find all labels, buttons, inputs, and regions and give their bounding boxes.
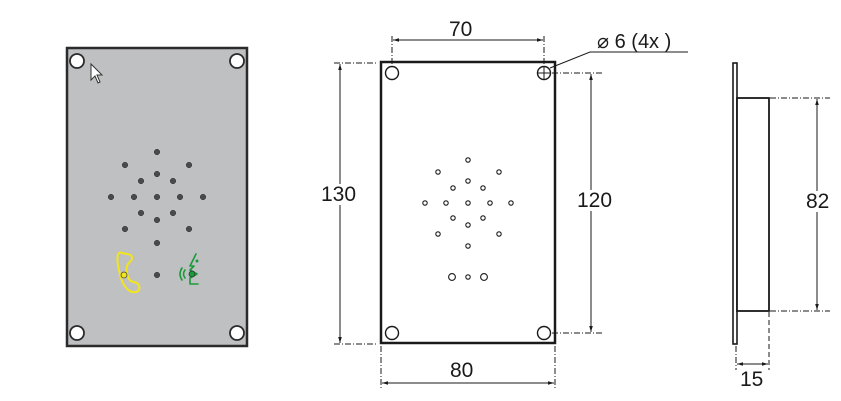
dim-label-70: 70 (449, 18, 473, 41)
dim-70 (391, 36, 545, 66)
dim-label-120: 120 (577, 189, 613, 212)
voice-dot (195, 259, 199, 263)
mounting-hole (229, 53, 245, 69)
dim-label-15: 15 (740, 368, 764, 391)
dim-label-hole-diameter: ⌀ 6 (4x ) (597, 31, 672, 53)
mounting-hole (536, 325, 552, 341)
handset-icon (116, 251, 141, 294)
side-view (732, 62, 830, 370)
mounting-hole (384, 65, 400, 81)
speaker-grille-outline (422, 157, 514, 281)
mounting-hole (229, 325, 245, 341)
voice-button-led (188, 270, 196, 278)
mounting-hole (536, 65, 552, 81)
dim-label-82: 82 (806, 190, 830, 213)
hole-leader (549, 51, 688, 69)
mounting-hole (384, 325, 400, 341)
front-render-view (65, 46, 249, 348)
speaker-grille (107, 148, 207, 279)
dim-80 (380, 346, 556, 388)
front-dimensioned-view (334, 36, 688, 388)
mounting-hole (69, 325, 85, 341)
cursor-arrow-icon (90, 62, 104, 84)
mounting-hole (69, 53, 85, 69)
back-box (736, 97, 770, 312)
dim-label-80: 80 (450, 359, 474, 382)
dim-label-130: 130 (321, 183, 357, 206)
handset-button-led (120, 271, 128, 279)
dim-15 (735, 312, 770, 370)
